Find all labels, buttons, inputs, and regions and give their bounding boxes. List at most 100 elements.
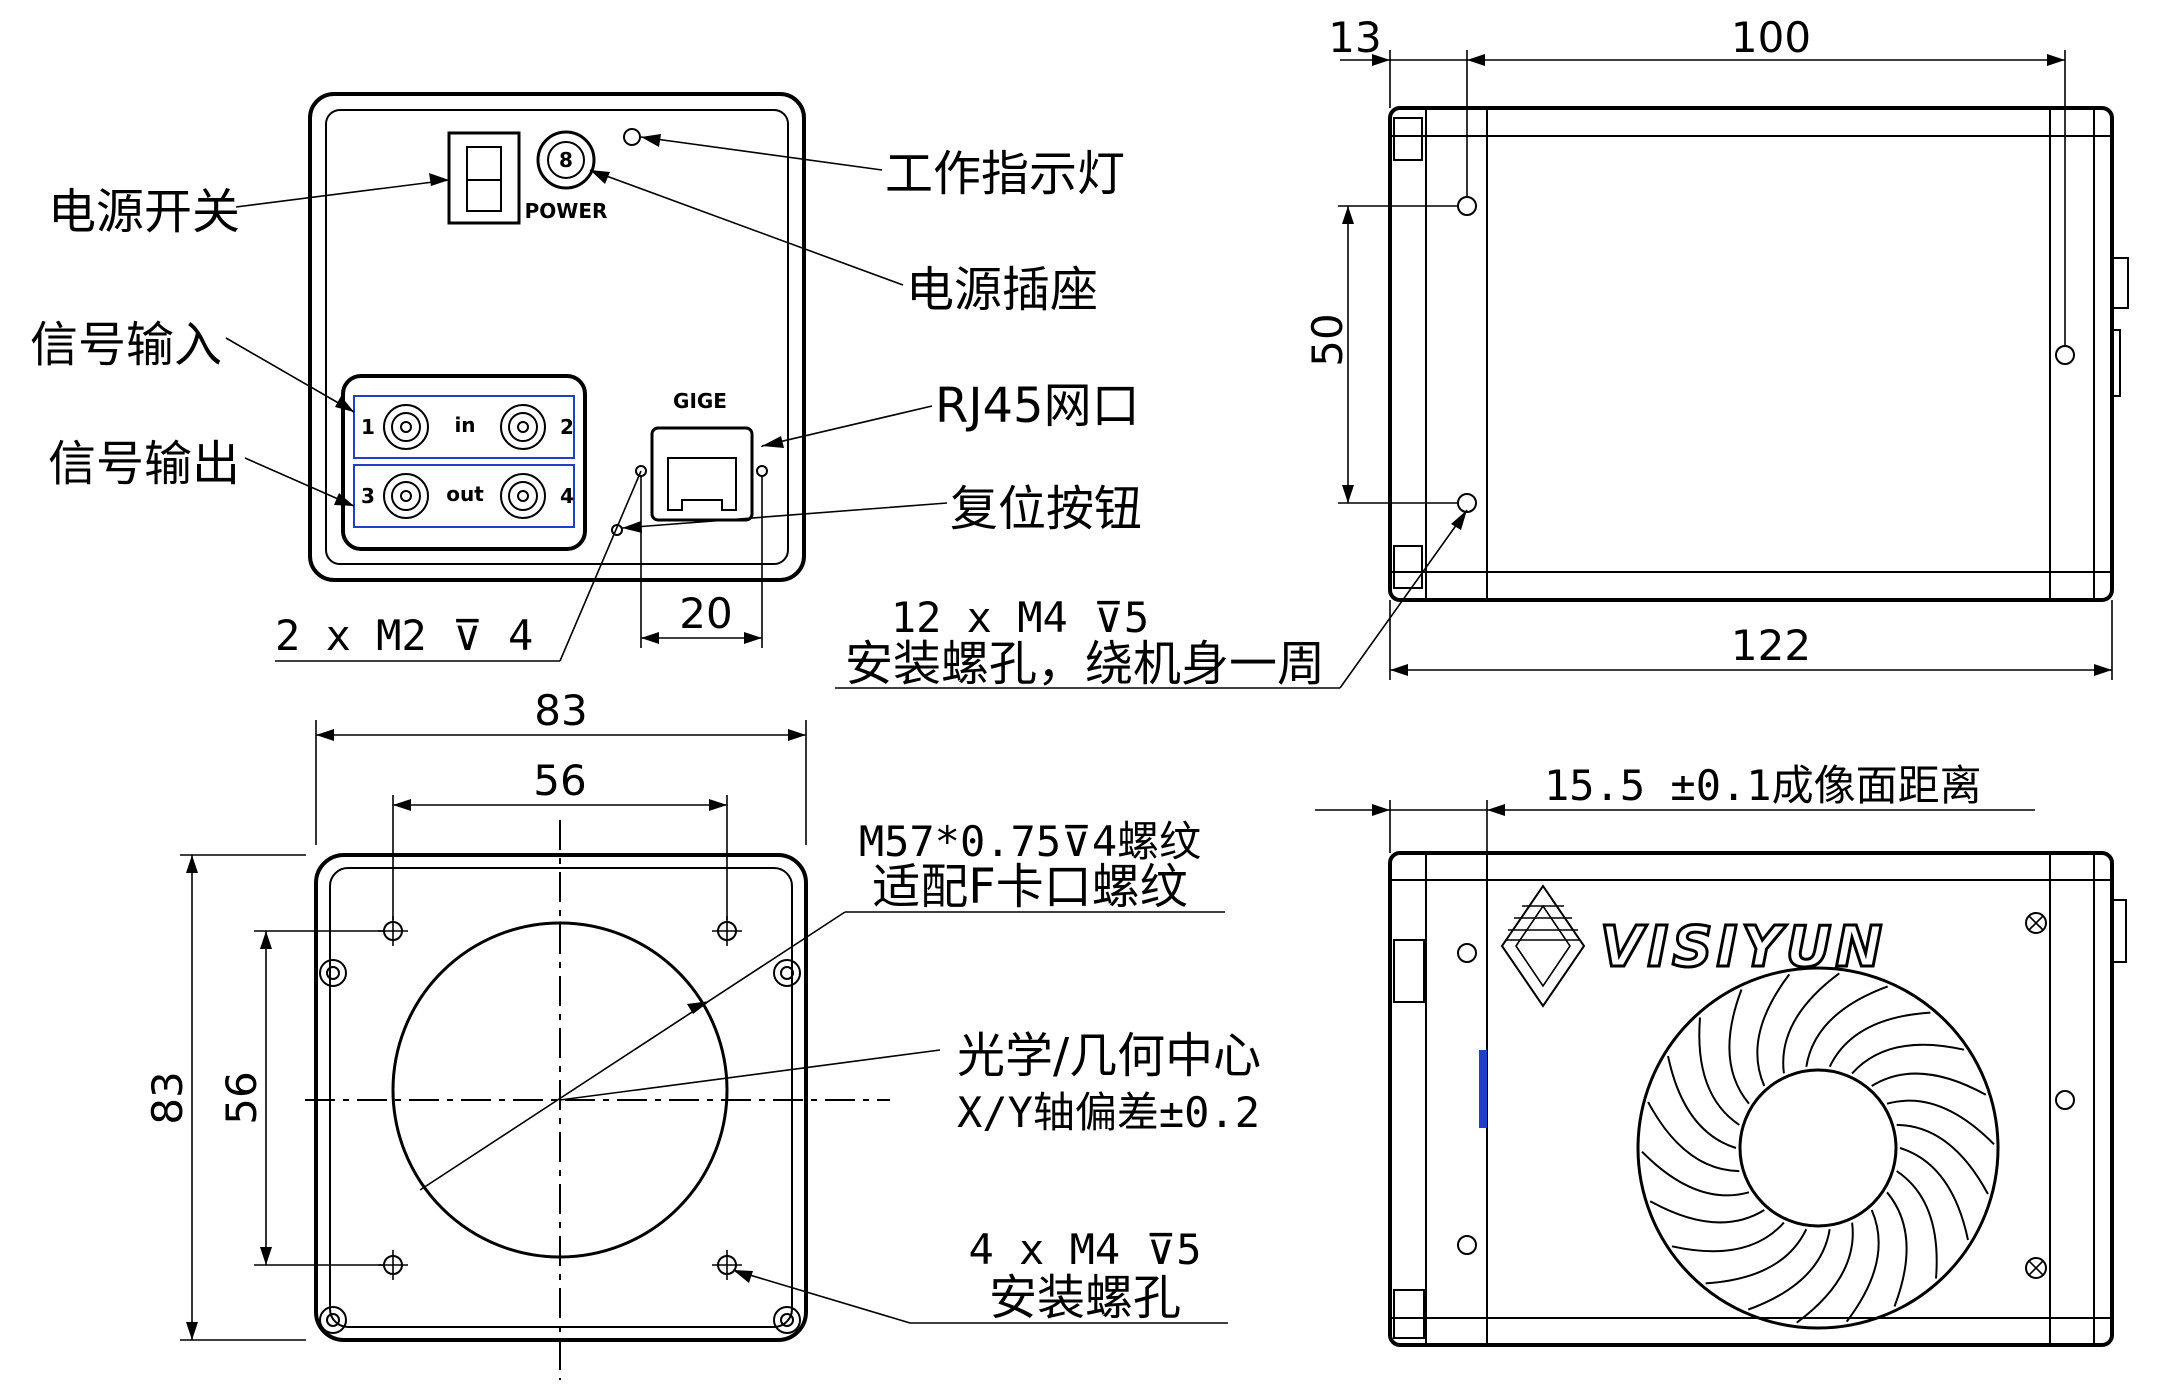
rj45-port	[650, 426, 754, 522]
fan-blade	[1899, 1147, 1969, 1241]
power-switch	[447, 131, 521, 225]
label-reset-button: 复位按钮	[950, 481, 1142, 537]
side-clip-bottom	[1393, 545, 1423, 589]
fan-blade	[1886, 1191, 1908, 1307]
indicator-led	[623, 128, 641, 146]
signal-port-panel	[341, 374, 587, 551]
power-socket-pin: 8	[559, 148, 573, 172]
corner-screw-br	[773, 1306, 801, 1334]
screw-top-right	[2025, 912, 2047, 934]
mount-hole-br	[712, 1250, 742, 1280]
fan-blade	[1649, 1200, 1765, 1224]
fan-blade	[1705, 1228, 1808, 1285]
side-mount-hole-1	[1457, 196, 1477, 216]
side-mount-hole-2	[1457, 493, 1477, 513]
fan-blade	[1886, 1099, 1995, 1146]
center-note-line2: X/Y轴偏差±0.2	[957, 1088, 1260, 1137]
fan-blade	[1796, 1222, 1854, 1324]
rear-housing-inner	[325, 109, 789, 565]
port-number-3: 3	[361, 484, 375, 508]
bnc-port-3	[383, 473, 429, 519]
dim-offset-13: 13	[1328, 13, 1381, 62]
holes-note-line2: 安装螺孔	[989, 1270, 1181, 1326]
dim-width-83: 83	[534, 686, 587, 735]
screw-note-m2: 2 x M2 ⊽ 4	[275, 611, 533, 660]
dim-total-122: 122	[1731, 621, 1811, 670]
screw-bottom-right	[2025, 1257, 2047, 1279]
thread-note-line2: 适配F卡口螺纹	[872, 859, 1188, 915]
fan-blade	[1896, 1123, 1989, 1195]
dim-length-100: 100	[1731, 13, 1811, 62]
dim-height-83: 83	[143, 1071, 192, 1124]
out-label: out	[446, 482, 484, 506]
dim-rj45-spacing: 20	[679, 589, 732, 638]
bnc-port-1	[383, 404, 429, 450]
fan-blade	[1805, 985, 1889, 1067]
side-housing	[1388, 106, 2114, 602]
mount-hole-tr	[712, 916, 742, 946]
label-power-switch: 电源开关	[48, 184, 240, 240]
side-connector-bottom	[2111, 899, 2127, 963]
fan-blade	[1671, 1221, 1785, 1253]
label-signal-output: 信号输出	[48, 436, 240, 492]
port-number-1: 1	[361, 415, 375, 439]
label-work-indicator: 工作指示灯	[885, 146, 1125, 202]
fan-blade	[1845, 1209, 1880, 1323]
fan-blade	[1896, 1170, 1938, 1279]
bnc-port-4	[500, 473, 546, 519]
dim-hole-spacing-v-56: 56	[217, 1071, 266, 1124]
blue-marker	[1479, 1050, 1487, 1128]
side-connector	[2111, 257, 2129, 309]
fan-blade	[1698, 1017, 1740, 1126]
fan-blade	[1747, 1229, 1831, 1311]
front-view: 83 56 83 56 M57*0.75⊽4螺纹 适配F卡口螺纹 光学/几何中心…	[143, 686, 1261, 1380]
rj45-socket	[667, 457, 737, 511]
label-signal-input: 信号输入	[30, 317, 222, 373]
label-rj45-port: RJ45网口	[935, 378, 1140, 434]
corner-screw-tr	[773, 959, 801, 987]
side-view-top: 13 100 50 122 12 x M4 ⊽5 安装螺孔，绕机身一周	[835, 13, 2129, 692]
side-clip-top-bottom	[1393, 939, 1425, 1003]
rear-housing	[308, 92, 806, 582]
input-port-frame	[353, 395, 575, 459]
gige-label: GIGE	[673, 389, 727, 413]
holes-note-line1: 4 x M4 ⊽5	[968, 1225, 1201, 1274]
mount-note-line1: 12 x M4 ⊽5	[891, 593, 1149, 642]
side-mount-hole-3	[2055, 345, 2075, 365]
side-clip-top	[1393, 117, 1423, 161]
corner-screw-tl	[319, 959, 347, 987]
bnc-port-2	[500, 404, 546, 450]
port-number-4: 4	[560, 484, 574, 508]
power-label: POWER	[525, 199, 608, 223]
fan-blade	[1782, 972, 1840, 1074]
fan-blade	[1641, 1150, 1750, 1197]
in-label: in	[454, 413, 475, 437]
fan-blade	[1828, 1011, 1931, 1068]
power-socket	[536, 130, 596, 190]
dim-hole-spacing-50: 50	[1303, 313, 1352, 366]
side-clip-bottom-bottom	[1393, 1289, 1425, 1339]
flange-distance-note: 15.5 ±0.1成像面距离	[1544, 761, 1982, 810]
reset-button	[611, 524, 623, 536]
side-view-bottom: VISIYUN 15.5 ±0.1成像面距离	[1315, 761, 2127, 1347]
label-power-socket: 电源插座	[906, 262, 1098, 318]
mount-note-line2: 安装螺孔，绕机身一周	[845, 636, 1325, 692]
visiyun-logo-mark	[1500, 884, 1586, 1008]
fan-blade	[1756, 973, 1791, 1087]
rj45-screw-right	[756, 465, 768, 477]
rear-view: 8 POWER 1 2 3 4 in out GIGE	[30, 92, 1142, 662]
fan-blade	[1647, 1101, 1740, 1173]
fan-blade	[1851, 1043, 1965, 1075]
dim-hole-spacing-h-56: 56	[533, 756, 586, 805]
side-housing-bottom	[1388, 851, 2114, 1347]
corner-screw-bl	[319, 1306, 347, 1334]
fan-blade	[1728, 989, 1750, 1105]
output-port-frame	[353, 464, 575, 528]
fan-blade	[1871, 1072, 1987, 1096]
center-note-line1: 光学/几何中心	[957, 1028, 1261, 1084]
fan-grille	[1636, 966, 2000, 1330]
port-number-2: 2	[560, 415, 574, 439]
fan-blade	[1667, 1055, 1737, 1149]
thread-note-line1: M57*0.75⊽4螺纹	[859, 817, 1201, 866]
